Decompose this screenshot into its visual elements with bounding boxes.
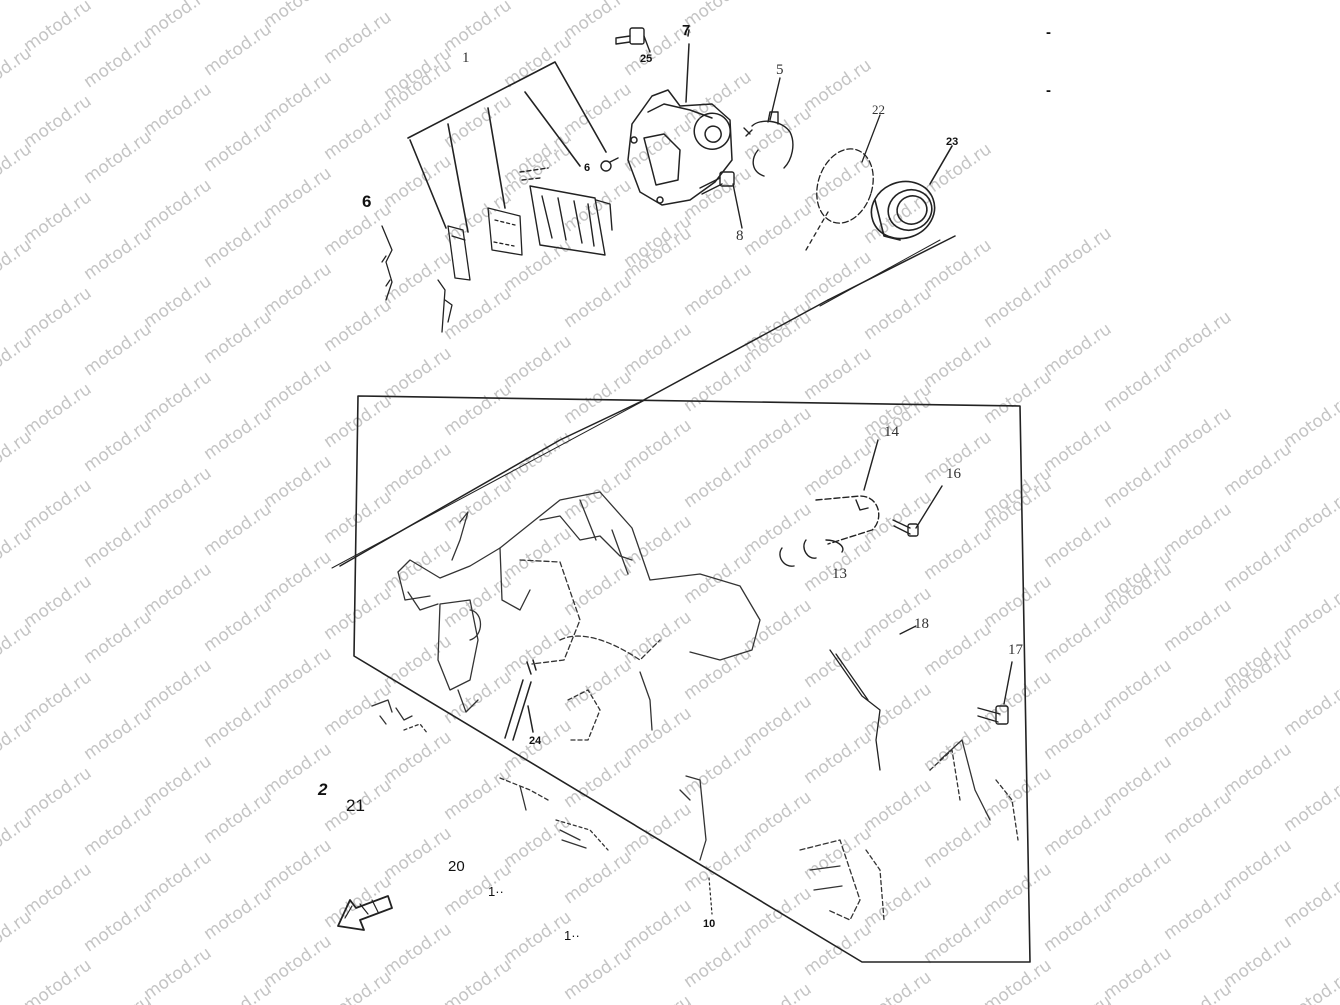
callout-18: 18 <box>914 616 929 632</box>
callout-23: 23 <box>946 136 959 148</box>
bracket-parts <box>679 739 1019 921</box>
small-parts-left <box>371 699 609 851</box>
callout-14: 14 <box>884 424 899 440</box>
callout-17: 17 <box>1008 642 1023 658</box>
lower-frame <box>353 395 1031 963</box>
callout-5: 5 <box>776 62 784 78</box>
pin-16 <box>892 485 943 537</box>
o-ring-22 <box>805 114 881 251</box>
front-arrow-icon <box>337 895 393 931</box>
bolt-8 <box>699 171 743 229</box>
clamp-5 <box>743 77 794 177</box>
cylinder-13 <box>779 439 880 567</box>
top-frame-lines <box>331 235 956 569</box>
callout-1-top: 1 <box>462 50 470 66</box>
callout-7: 7 <box>682 22 691 39</box>
leader-group-1 <box>407 61 607 233</box>
callout-8: 8 <box>736 228 744 244</box>
bolt-17 <box>977 661 1013 725</box>
callout-21: 21 <box>346 796 365 815</box>
callout-2: 2 <box>318 780 328 799</box>
edge-mark-1: - <box>1046 24 1051 41</box>
callout-6-left: 6 <box>362 192 372 211</box>
callout-1-b: 1·· <box>564 928 580 943</box>
callout-16: 16 <box>946 466 961 482</box>
reed-valve-block <box>519 157 619 256</box>
callout-20: 20 <box>448 858 465 875</box>
callout-6-small: 6 <box>584 162 591 174</box>
callout-25: 25 <box>640 53 653 65</box>
seal-23 <box>870 145 953 241</box>
rod-18 <box>829 625 917 771</box>
clip-part-6 <box>381 225 393 301</box>
callout-1-a: 1·· <box>488 884 504 899</box>
bolt-25 <box>615 27 651 53</box>
leader-lines-lower <box>708 877 713 915</box>
callout-24: 24 <box>529 735 542 747</box>
housing-7 <box>627 29 733 206</box>
callout-10: 10 <box>703 918 716 930</box>
callout-13: 13 <box>832 566 847 582</box>
lower-housing-part <box>397 491 761 741</box>
reed-gasket-parts <box>437 207 523 333</box>
callout-22: 22 <box>872 102 885 117</box>
edge-mark-2: - <box>1046 82 1051 99</box>
pipe-24 <box>504 659 537 741</box>
